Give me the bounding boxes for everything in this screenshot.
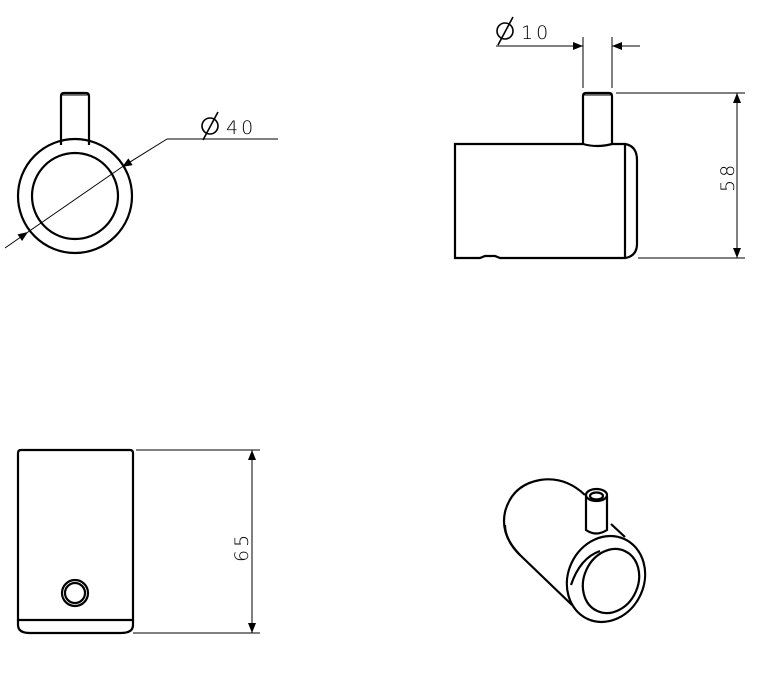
body xyxy=(453,142,627,260)
inner-circle xyxy=(30,151,120,241)
pin xyxy=(581,91,614,145)
rounded-end xyxy=(16,620,135,635)
pin-inner xyxy=(63,581,87,605)
isometric-view xyxy=(502,478,647,624)
inner-bore xyxy=(581,547,641,615)
dimension-diameter-10: 10 xyxy=(496,16,551,46)
pin xyxy=(584,496,609,535)
body xyxy=(16,448,135,622)
dimension-label: 40 xyxy=(226,117,256,139)
pin xyxy=(59,91,91,145)
pin-outer xyxy=(60,578,90,608)
dimension-65: 65 xyxy=(231,532,253,562)
dimension-58: 58 xyxy=(717,162,739,192)
dimension-diameter-40: 40 xyxy=(201,111,256,141)
rounded-end xyxy=(624,142,639,260)
outer-rim xyxy=(565,534,647,624)
front-view: 40 xyxy=(4,91,278,255)
pin-top xyxy=(584,487,609,503)
outer-circle xyxy=(16,137,134,255)
top-view: 65 xyxy=(16,448,260,635)
side-view: 10 58 xyxy=(453,16,745,260)
dimension-label: 10 xyxy=(521,22,551,44)
cylinder-bottom-edge xyxy=(503,524,573,606)
